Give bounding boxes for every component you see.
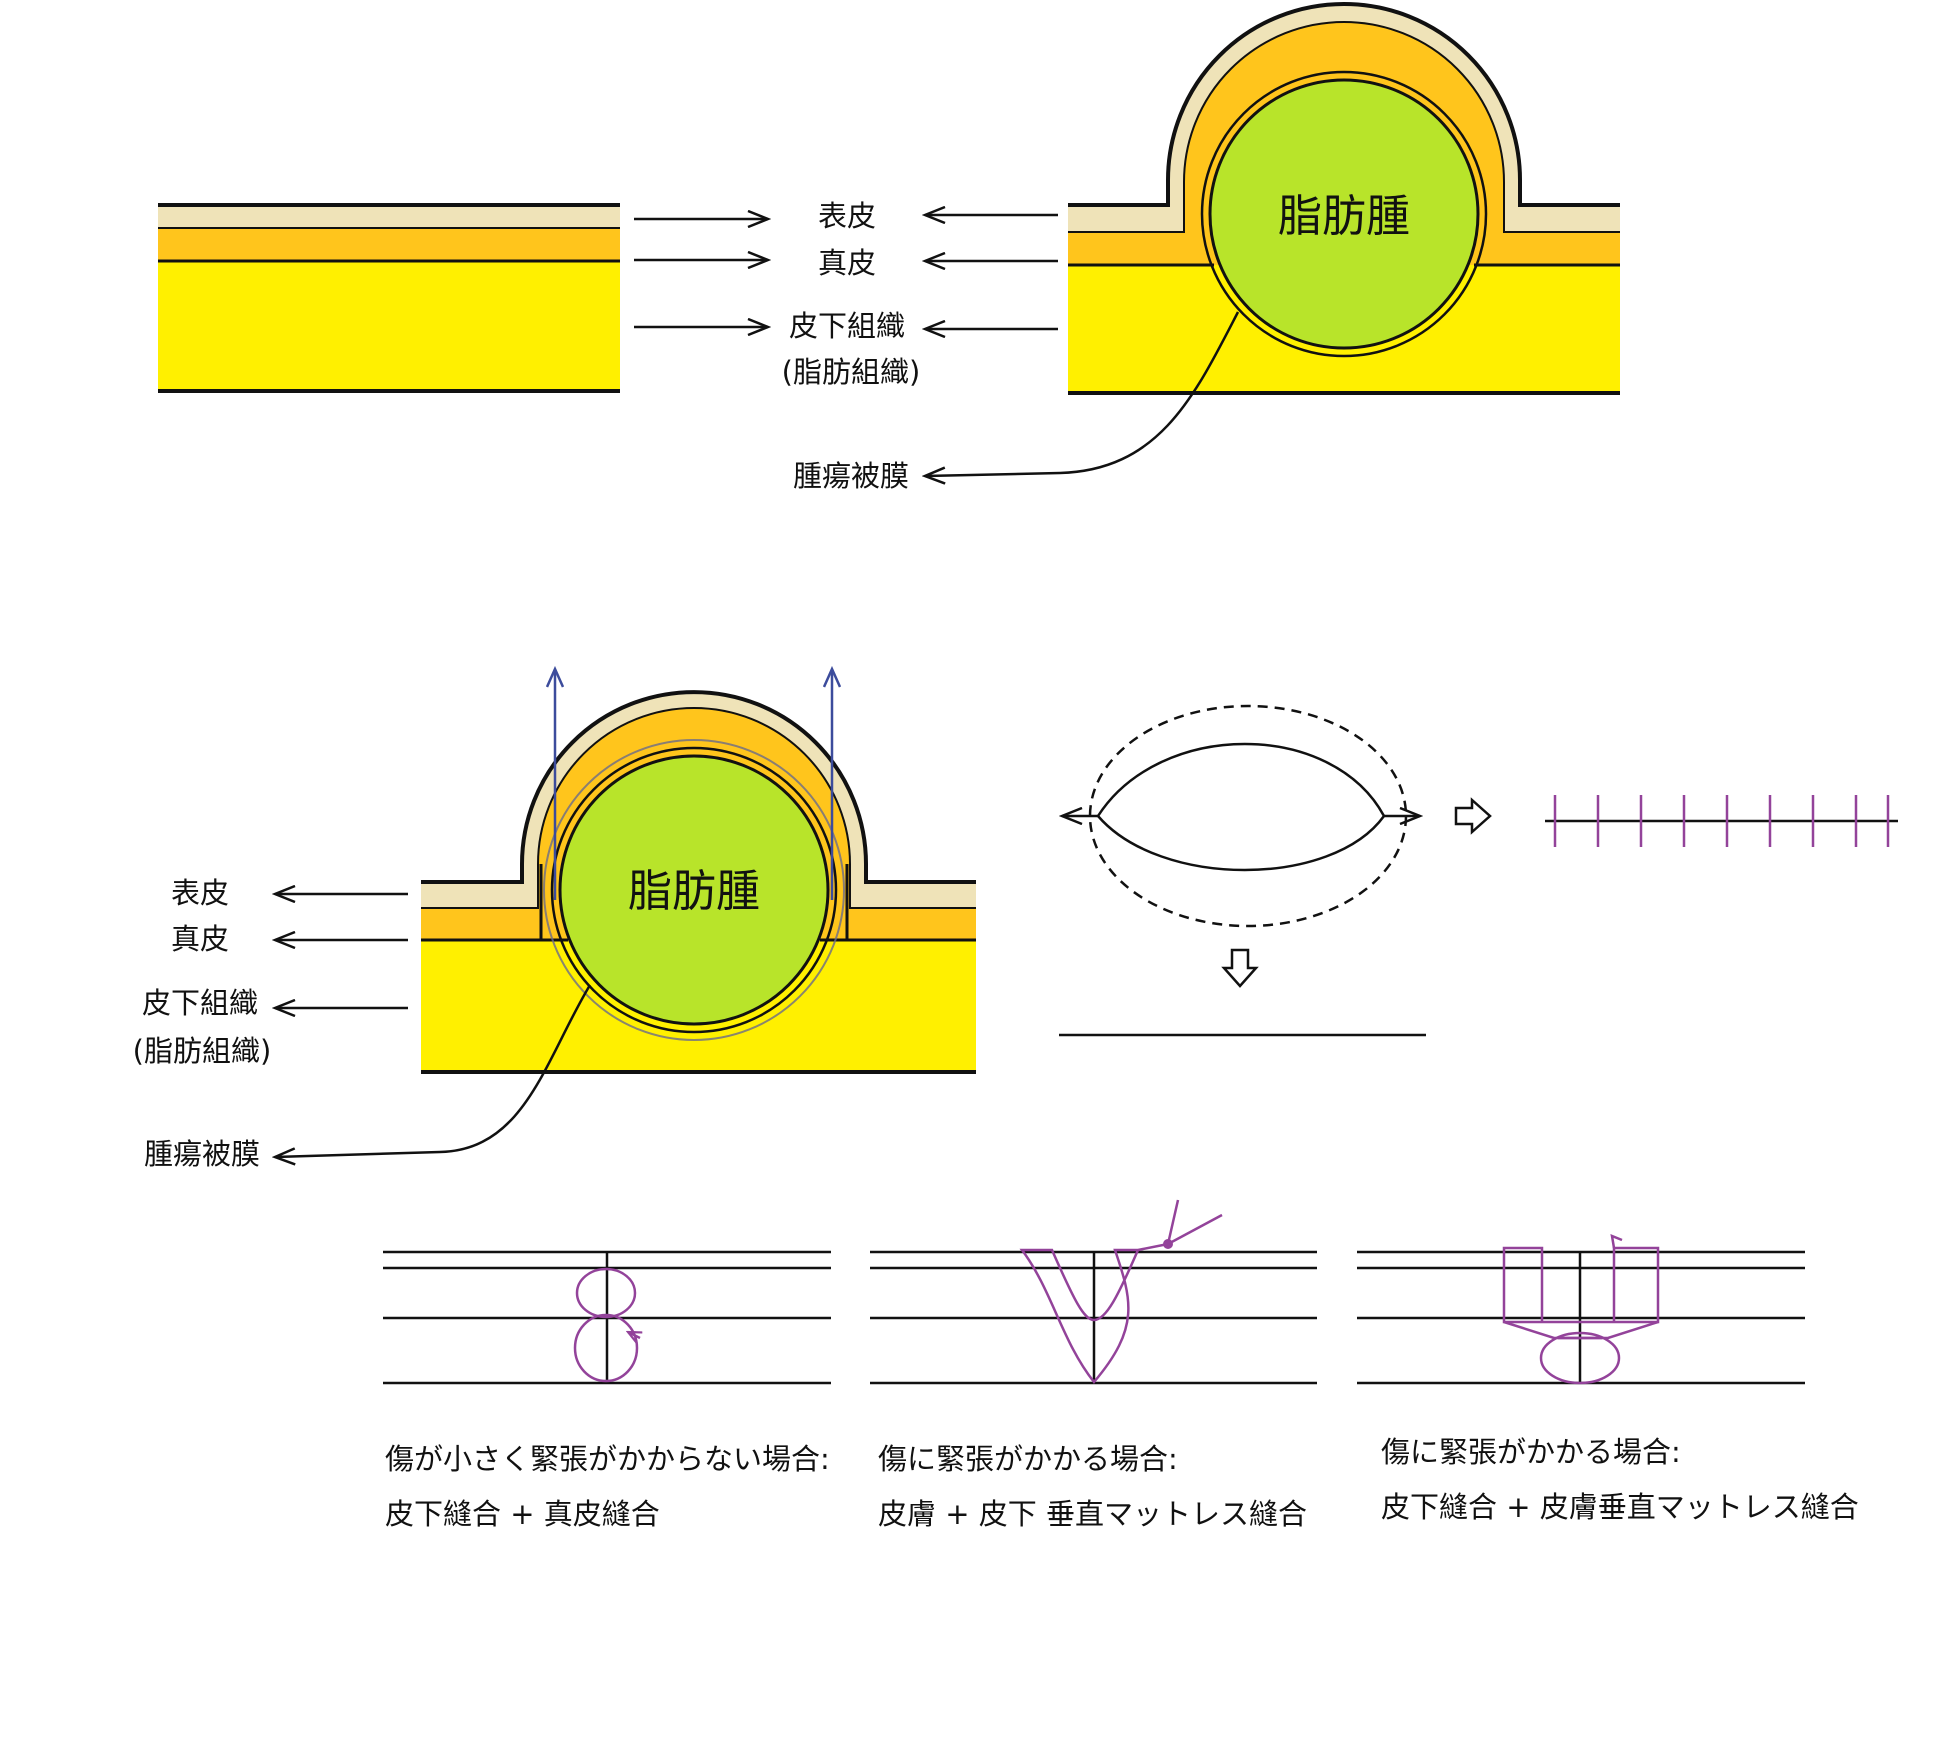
- flat-epidermis-layer: [158, 205, 620, 228]
- hollow-arrow-right-icon: [1454, 797, 1492, 835]
- label-subcutis: 皮下組織: [142, 986, 258, 1020]
- label-dermis: 真皮: [818, 246, 876, 280]
- caption-line2: 皮膚 + 皮下 垂直マットレス縫合: [878, 1497, 1307, 1531]
- lipoma-label: 脂肪腫: [1278, 191, 1410, 242]
- layer-legend-top: 表皮 真皮 皮下組織 (脂肪組織) 腫瘍被膜: [634, 199, 1240, 493]
- excision-area: [1088, 704, 1408, 928]
- label-subcutis: 皮下組織: [789, 309, 905, 343]
- lipoma-skin-section: 脂肪腫: [1068, 2, 1620, 395]
- suture-technique-3: 傷に緊張がかかる場合: 皮下縫合 + 皮膚垂直マットレス縫合: [1357, 1234, 1859, 1524]
- caption-line1: 傷に緊張がかかる場合:: [1381, 1435, 1681, 1469]
- label-subcutis-note: (脂肪組織): [133, 1034, 272, 1068]
- lipoma-label: 脂肪腫: [628, 866, 760, 917]
- arrow-capsule-icon: [925, 311, 1240, 476]
- suture-technique-2: 傷に緊張がかかる場合: 皮膚 + 皮下 垂直マットレス縫合: [870, 1199, 1317, 1531]
- tumor-capsule: [1200, 70, 1488, 358]
- label-capsule: 腫瘍被膜: [144, 1137, 260, 1171]
- incision-schematic: [1059, 704, 1898, 1037]
- caption-line2: 皮下縫合 + 真皮縫合: [385, 1497, 660, 1531]
- label-dermis: 真皮: [171, 922, 229, 956]
- caption-line1: 傷が小さく緊張がかからない場合:: [385, 1442, 830, 1476]
- lipoma-lift-section: 脂肪腫: [421, 669, 976, 1074]
- caption-line1: 傷に緊張がかかる場合:: [878, 1442, 1178, 1476]
- layer-legend-bottom: 表皮 真皮 皮下組織 (脂肪組織) 腫瘍被膜: [133, 876, 592, 1171]
- label-epidermis: 表皮: [818, 199, 876, 233]
- interrupted-stitches: [1553, 795, 1890, 847]
- flat-skin-section: [158, 203, 620, 393]
- tumor-capsule: [550, 746, 838, 1034]
- lipoma-mass: [1210, 80, 1478, 348]
- arrow-capsule-icon: [275, 984, 592, 1157]
- suture-technique-1: 傷が小さく緊張がかからない場合: 皮下縫合 + 真皮縫合: [383, 1250, 831, 1531]
- lipoma-mass: [560, 756, 828, 1024]
- label-subcutis-note: (脂肪組織): [782, 355, 921, 389]
- spindle-incision: [1096, 742, 1386, 872]
- flat-subcutis-layer: [158, 261, 620, 391]
- label-capsule: 腫瘍被膜: [793, 459, 909, 493]
- hollow-arrow-down-icon: [1221, 948, 1259, 988]
- caption-line2: 皮下縫合 + 皮膚垂直マットレス縫合: [1381, 1490, 1859, 1524]
- label-epidermis: 表皮: [171, 876, 229, 910]
- flat-dermis-layer: [158, 228, 620, 261]
